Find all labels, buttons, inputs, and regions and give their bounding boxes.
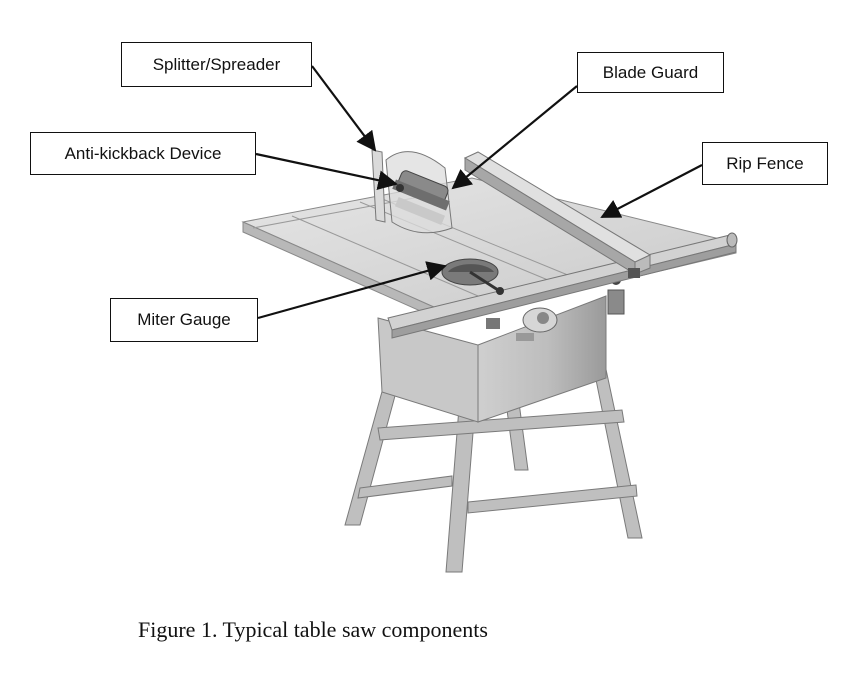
label-miter-gauge: Miter Gauge bbox=[110, 298, 258, 342]
label-blade-guard: Blade Guard bbox=[577, 52, 724, 93]
saw-cabinet bbox=[377, 275, 625, 423]
figure-caption: Figure 1. Typical table saw components bbox=[138, 617, 488, 642]
miter-gauge bbox=[441, 258, 504, 295]
label-anti-kickback-device: Anti-kickback Device bbox=[30, 132, 256, 175]
callout-arrows bbox=[255, 65, 703, 320]
label-rip-fence: Rip Fence bbox=[702, 142, 828, 185]
rip-fence bbox=[463, 151, 652, 278]
label-splitter-spreader: Splitter/Spreader bbox=[121, 42, 312, 87]
blade-guard-assembly bbox=[371, 149, 453, 234]
